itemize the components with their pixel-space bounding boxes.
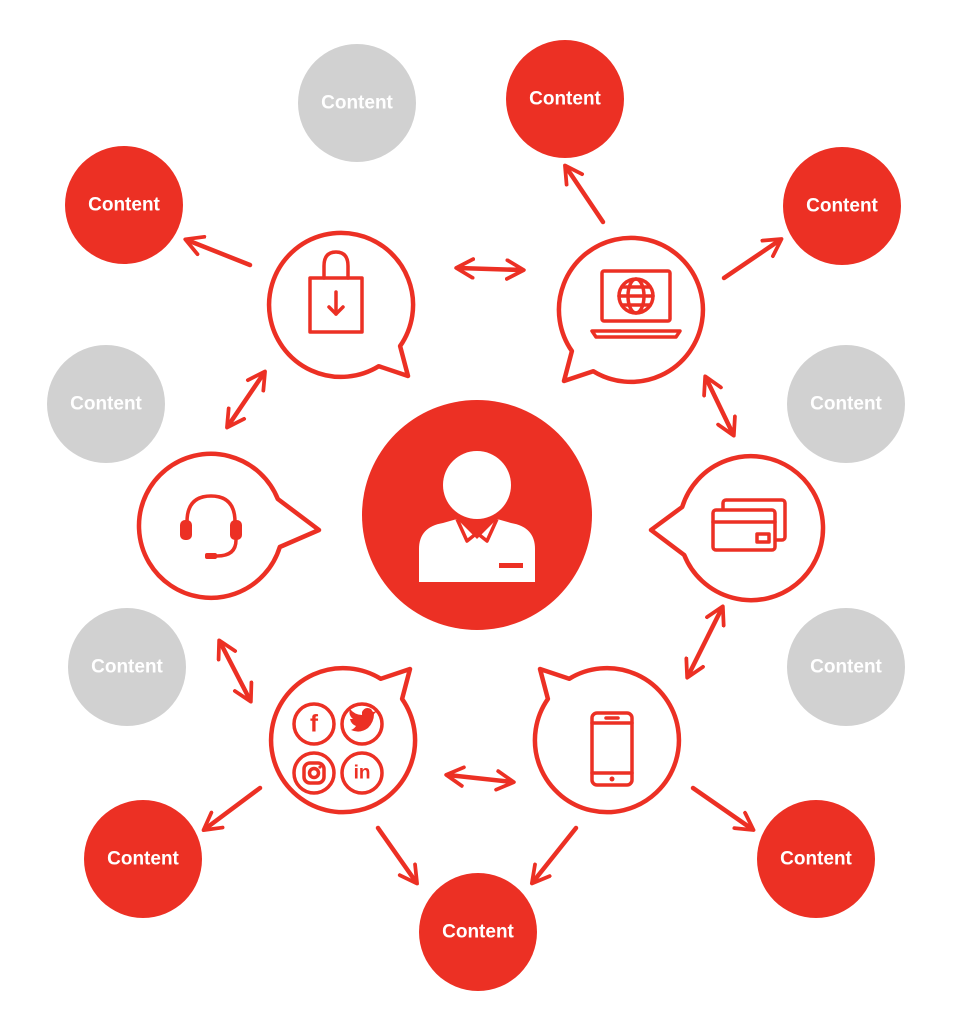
twitter-icon — [340, 702, 384, 746]
content-node: Content — [757, 800, 875, 918]
content-node: Content — [65, 146, 183, 264]
speech-bubble — [136, 451, 322, 601]
content-node: Content — [84, 800, 202, 918]
content-node: Content — [68, 608, 186, 726]
content-node-circle — [84, 800, 202, 918]
connector-shopping-content — [183, 234, 253, 268]
content-node-label: Content — [107, 849, 179, 870]
content-node-circle — [787, 345, 905, 463]
speech-bubble — [266, 230, 416, 380]
hub — [362, 400, 592, 630]
content-node-label: Content — [70, 394, 142, 415]
headset-icon — [180, 494, 242, 559]
social-media-icons: f in — [292, 702, 384, 795]
content-node: Content — [47, 345, 165, 463]
channel-support — [136, 451, 322, 601]
channel-shopping — [266, 230, 416, 380]
content-node-circle — [68, 608, 186, 726]
laptop-globe-icon — [590, 269, 682, 339]
connector-social-content-bottom — [375, 825, 419, 886]
connector-web-content-top — [563, 163, 606, 225]
channel-web — [556, 235, 706, 385]
instagram-icon — [292, 751, 336, 795]
channel-social: f in — [268, 665, 418, 815]
speech-bubble — [532, 665, 682, 815]
speech-bubble — [268, 665, 418, 815]
content-node-circle — [47, 345, 165, 463]
content-node-label: Content — [442, 922, 514, 943]
content-node-circle — [757, 800, 875, 918]
facebook-icon: f — [292, 702, 336, 746]
connector-social-content-left — [201, 785, 263, 832]
connector-shopping-web — [454, 257, 526, 281]
connector-web-content-right — [721, 237, 784, 281]
content-node-circle — [783, 147, 901, 265]
connector-payment-mobile — [684, 604, 726, 680]
connector-shopping-support — [225, 369, 267, 430]
channel-mobile — [532, 665, 682, 815]
content-node: Content — [787, 345, 905, 463]
content-node-label: Content — [806, 196, 878, 217]
content-node-circle — [298, 44, 416, 162]
content-node-label: Content — [91, 657, 163, 678]
customer-service-agent-icon — [419, 451, 535, 582]
connector-mobile-content-right — [690, 785, 756, 832]
content-node-circle — [787, 608, 905, 726]
content-node-circle — [65, 146, 183, 264]
connector-web-payment — [702, 374, 737, 438]
content-node: Content — [298, 44, 416, 162]
connector-support-social — [216, 638, 254, 704]
content-node: Content — [419, 873, 537, 991]
content-node-label: Content — [321, 93, 393, 114]
connector-social-mobile — [444, 765, 516, 792]
connectors — [183, 163, 784, 886]
content-node-label: Content — [810, 394, 882, 415]
content-node-label: Content — [810, 657, 882, 678]
smartphone-icon — [590, 711, 634, 787]
content-node-label: Content — [529, 89, 601, 110]
shopping-bag-icon — [308, 250, 364, 334]
content-node-circle — [419, 873, 537, 991]
content-node: Content — [506, 40, 624, 158]
channel-payment — [648, 453, 826, 603]
linkedin-icon: in — [340, 751, 384, 795]
svg-text:in: in — [354, 763, 371, 784]
content-node-circle — [506, 40, 624, 158]
content-node: Content — [787, 608, 905, 726]
svg-text:f: f — [310, 711, 319, 738]
credit-card-icon — [711, 498, 787, 552]
content-node-label: Content — [780, 849, 852, 870]
content-node: Content — [783, 147, 901, 265]
content-node-label: Content — [88, 195, 160, 216]
connector-mobile-content-bottom — [529, 825, 579, 886]
content-nodes: Content Content Content Content Content … — [47, 40, 905, 991]
